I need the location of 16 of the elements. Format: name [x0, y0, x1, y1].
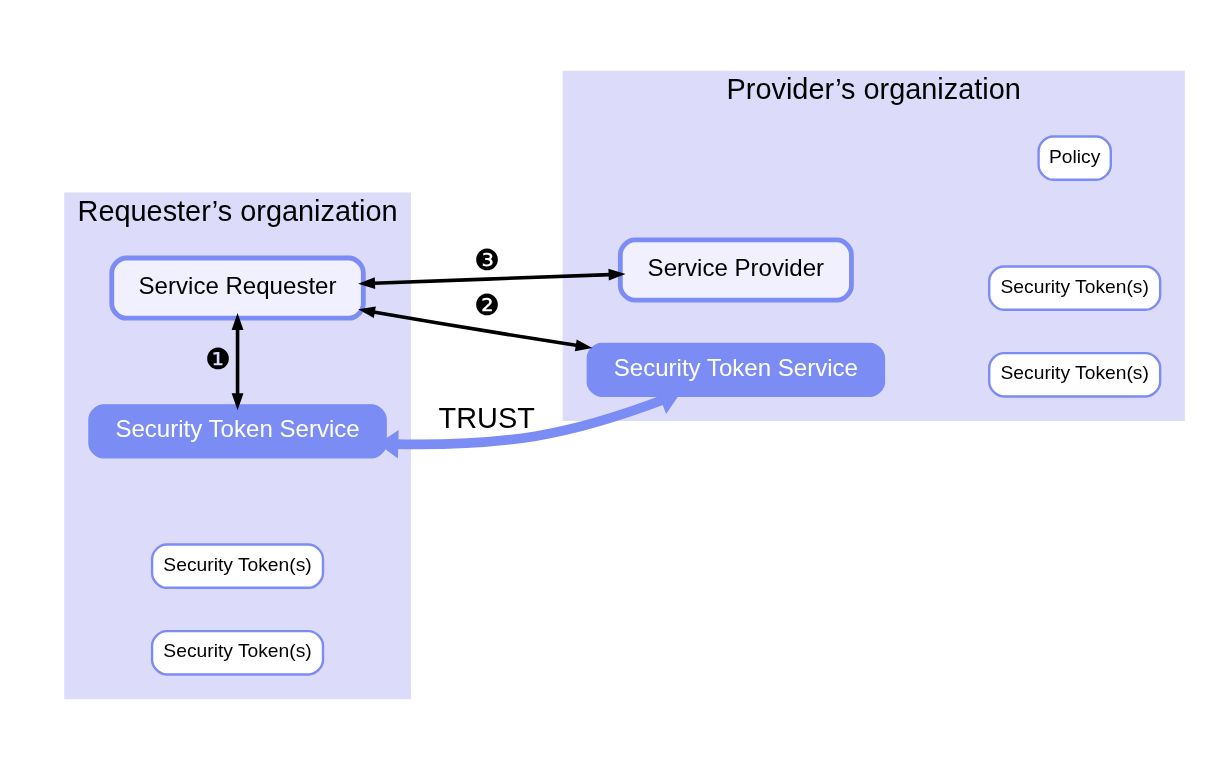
node-box: Policy: [1037, 134, 1112, 181]
edge-label: ❷: [473, 288, 500, 321]
node-box: Security Token Service: [586, 342, 886, 397]
node-box: Security Token(s): [988, 264, 1162, 311]
node-box: Security Token(s): [150, 629, 325, 676]
arrow: [231, 312, 244, 410]
arrow: [358, 305, 593, 351]
arrow: [358, 268, 626, 289]
node-box: Security Token(s): [988, 351, 1162, 398]
edge-label: TRUST: [438, 401, 535, 434]
node-box: Service Requester: [109, 255, 366, 321]
node-box: Security Token(s): [150, 542, 325, 589]
node-box: Service Provider: [617, 237, 854, 303]
node-box: Security Token Service: [88, 403, 387, 458]
edge-label: ❶: [205, 342, 232, 375]
edge-label: ❸: [473, 243, 500, 276]
